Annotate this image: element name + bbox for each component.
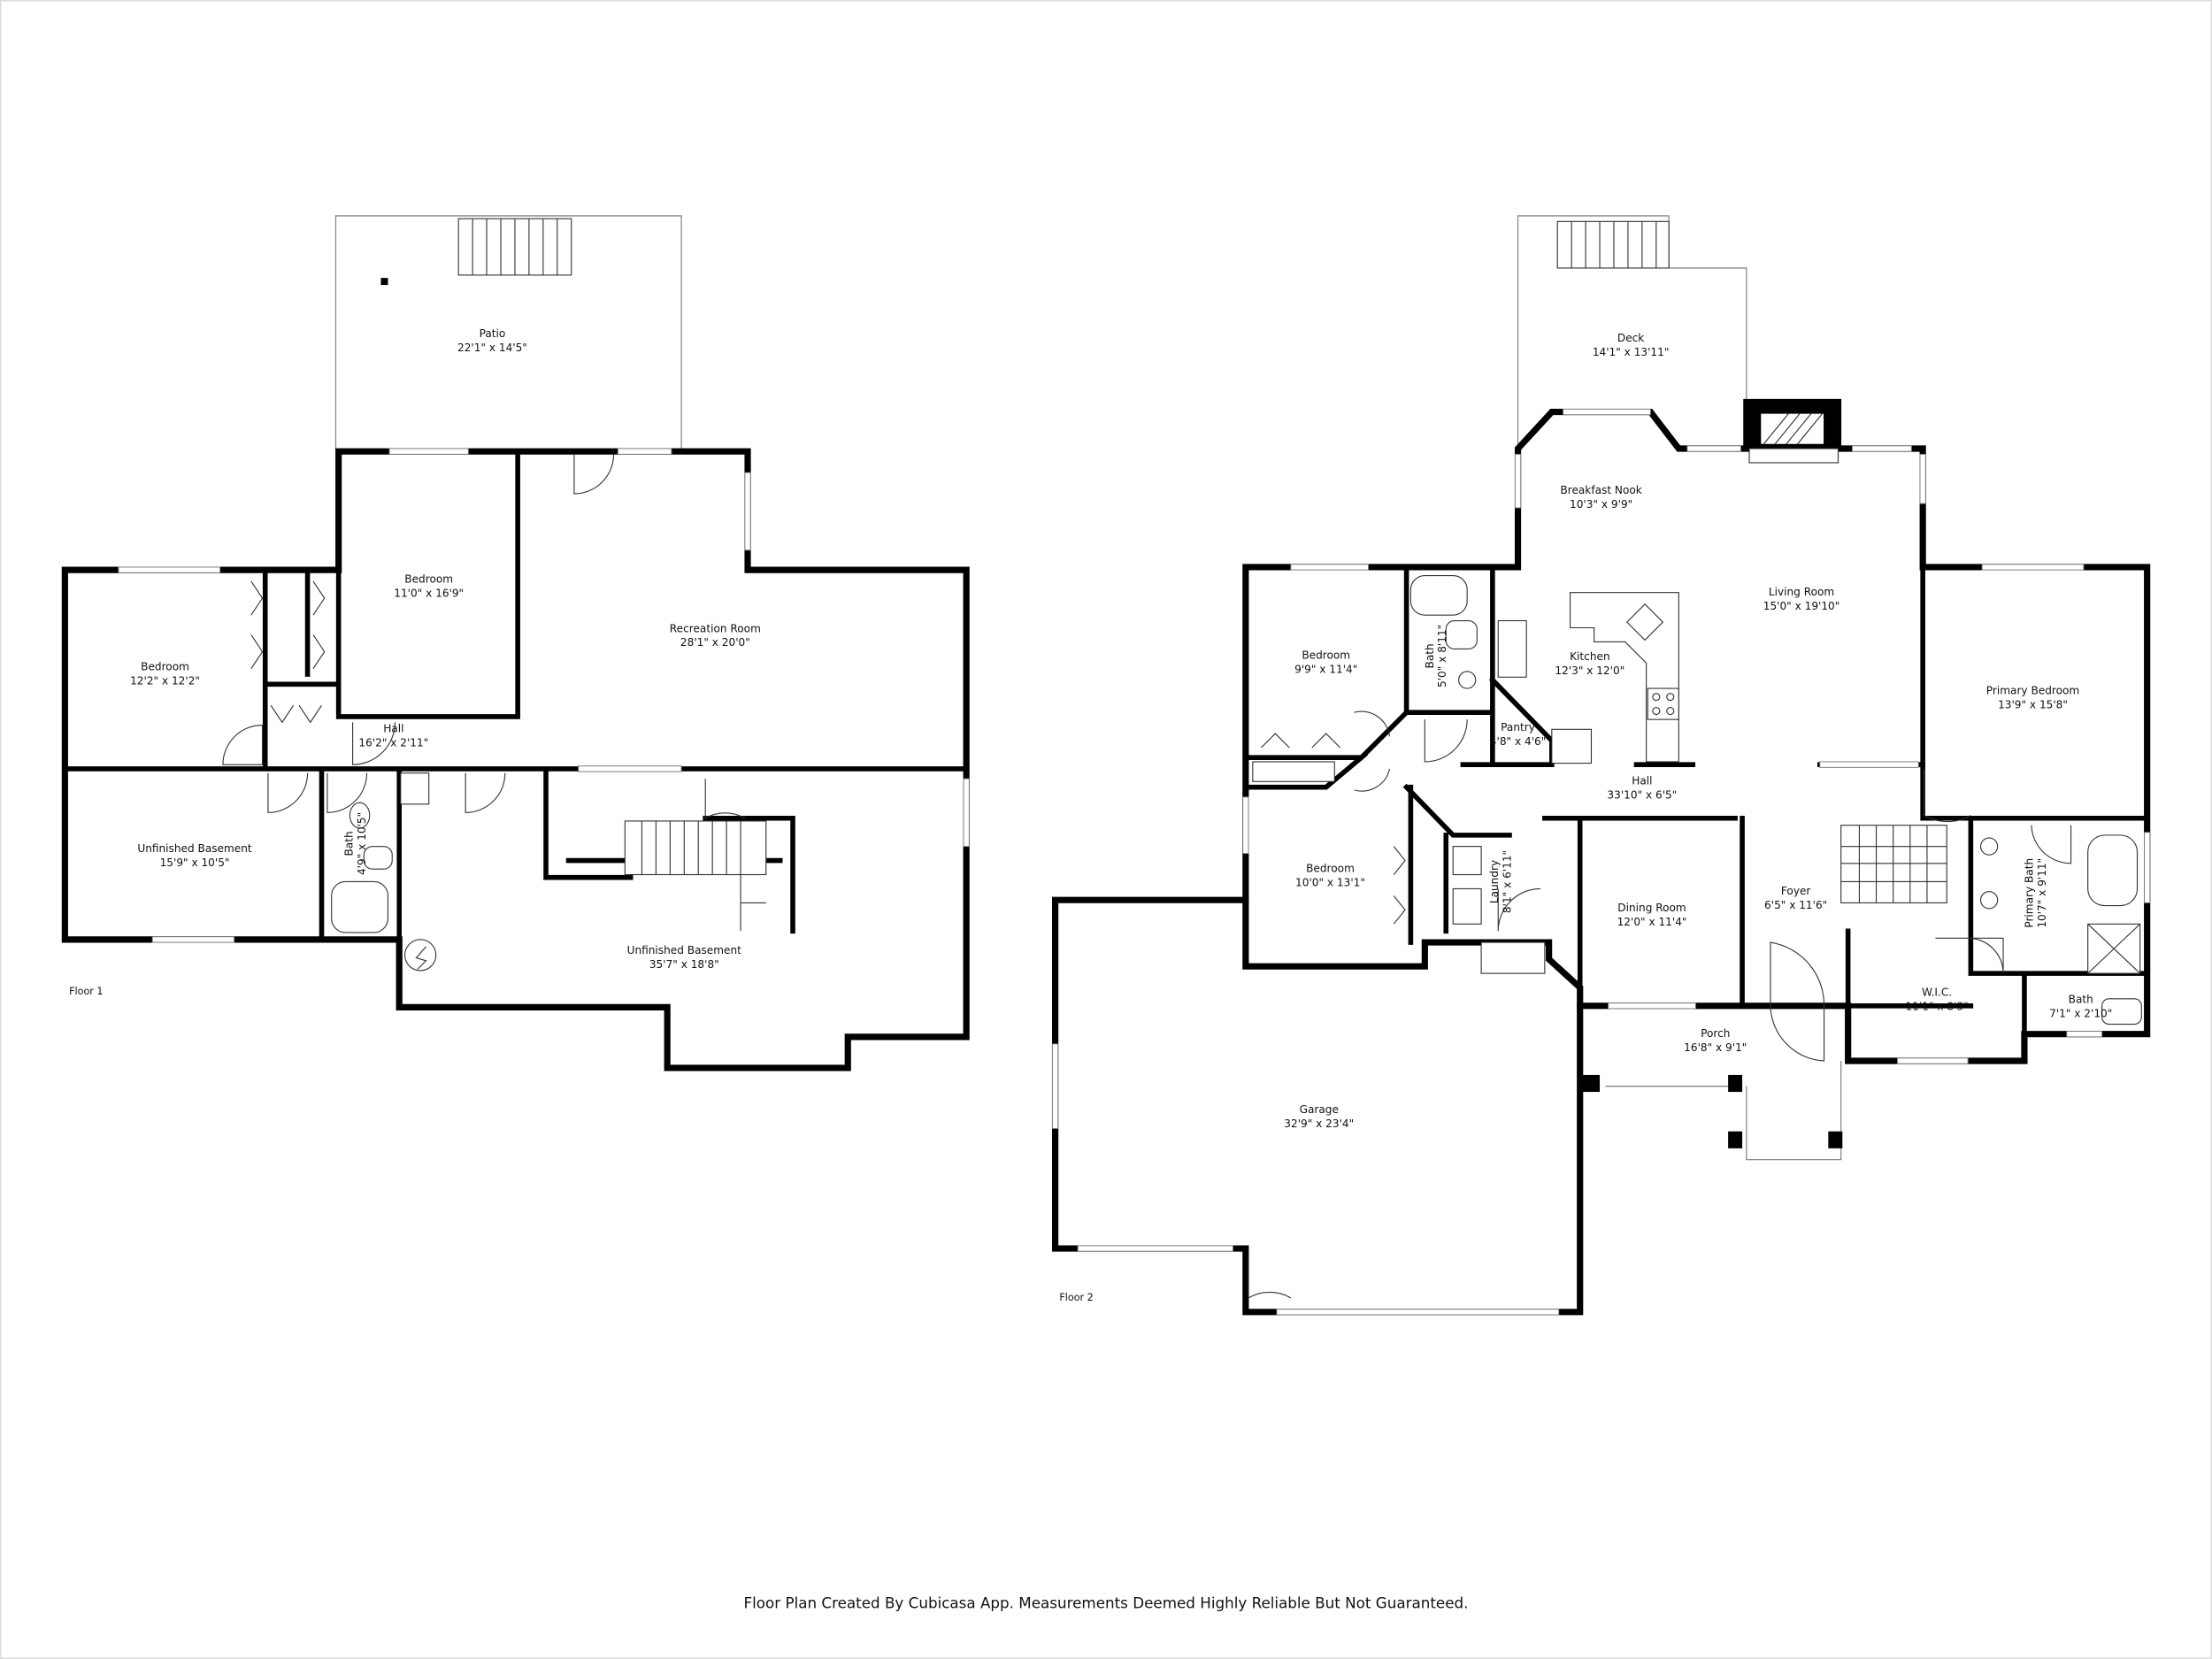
floor-2: Deck 14'1" x 13'11" Breakfast Nook 10'3"… [1051,215,2151,1316]
room-label: Unfinished Basement [137,842,252,855]
room-label: Deck [1617,332,1644,344]
foyer-stairs [1840,825,1947,903]
floor1-windows [118,448,970,943]
room-dims: 22'1" x 14'5" [457,342,527,354]
room-label: Bath [2069,994,2093,1006]
room-label: W.I.C. [1922,987,1952,999]
room-dims: 10'3" x 9'9" [1570,498,1632,511]
room-dims: 5'0" x 8'11" [1436,625,1448,687]
floor-label: Floor 1 [69,986,103,997]
room-label: Primary Bedroom [1986,684,2079,696]
room-dims: 6'5" x 11'6" [1764,899,1827,911]
floor2-windows [1051,408,2151,1316]
floor-label: Floor 2 [1059,1292,1093,1303]
room-label: Laundry [1488,860,1501,903]
room-label: Hall [1632,774,1652,787]
floor2-doors [1248,710,2072,1299]
room-label: Kitchen [1570,650,1610,663]
room-dims: 13'9" x 15'8" [1998,698,2068,710]
room-label: Pantry [1501,721,1535,733]
footer-disclaimer: Floor Plan Created By Cubicasa App. Meas… [744,1594,1469,1612]
room-label: Foyer [1781,885,1811,897]
room-dims: 12'2" x 12'2" [130,674,200,687]
room-label: Bath [343,831,356,856]
room-dims: 9'9" x 11'4" [1294,664,1357,676]
room-dims: 4'9" x 10'5" [356,812,368,875]
room-dims: 10'7" x 9'11" [2036,858,2048,928]
room-dims: 15'9" x 10'5" [160,856,230,869]
kitchen-counters [1569,592,1679,763]
floor1-fixtures [331,772,437,972]
room-label: Bath [1424,643,1436,668]
floor1-interior-walls [62,449,969,942]
room-label: Porch [1701,1027,1730,1040]
room-label: Unfinished Basement [627,944,742,956]
room-dims: 35'7" x 18'8" [649,958,719,971]
room-dims: 12'0" x 11'4" [1617,916,1687,928]
room-label: Recreation Room [670,622,761,634]
room-dims: 12'3" x 12'0" [1555,664,1624,677]
room-dims: 11'0" x 16'9" [394,587,464,599]
room-dims: 14'1" x 13'11" [1593,346,1670,358]
room-label: Primary Bath [2024,858,2036,928]
patio-outline [334,215,682,449]
deck-stairs [1556,220,1670,269]
room-dims: 16'2" x 2'11" [358,736,428,749]
room-label: Bedroom [1302,649,1350,662]
floor-1: Patio 22'1" x 14'5" Bedroom 11'0" x 16'9… [61,215,970,1071]
room-dims: 4'8" x 4'6" [1490,735,1546,748]
fireplace [1746,402,1839,464]
floor1-doors [222,454,746,819]
room-label: Hall [383,722,403,734]
garage-wall [1052,896,1584,1316]
room-dims: 8'1" x 6'11" [1502,850,1514,913]
room-dims: 7'1" x 2'10" [2049,1008,2112,1020]
room-dims: 10'0" x 13'1" [1295,876,1365,888]
room-dims: 11'1" x 8'3" [1906,1001,1969,1013]
room-label: Patio [480,327,506,340]
room-label: Garage [1300,1103,1339,1116]
room-dims: 33'10" x 6'5" [1607,788,1677,801]
post [380,278,388,286]
room-label: Living Room [1769,586,1834,598]
room-label: Breakfast Nook [1560,484,1641,496]
room-dims: 15'0" x 19'10" [1763,600,1840,612]
porch [1579,1060,1843,1161]
room-dims: 16'8" x 9'1" [1684,1041,1747,1054]
basement-stairs [624,820,767,932]
floor1-exterior-wall [61,448,970,1071]
room-dims: 32'9" x 23'4" [1284,1118,1354,1130]
room-label: Bedroom [1306,862,1355,874]
floor2-fixtures [1252,574,2142,1025]
room-dims: 28'1" x 20'0" [680,636,750,649]
patio-stairs [457,218,572,276]
room-label: Dining Room [1617,902,1686,914]
room-label: Bedroom [404,572,453,585]
room-label: Bedroom [141,660,189,672]
